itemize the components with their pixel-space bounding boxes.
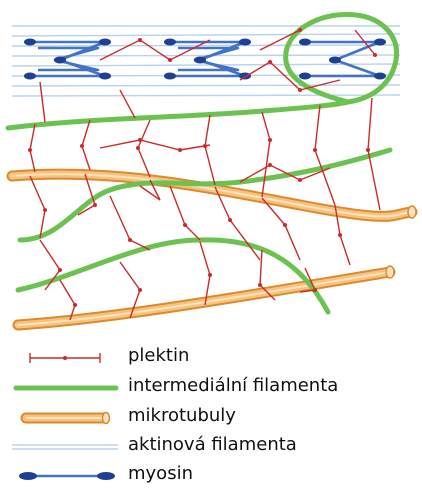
legend-item-plectin: plektin [8, 343, 408, 369]
legend: plektin intermediální filamenta mikrotub… [0, 335, 422, 498]
microtubule-icon [8, 403, 120, 429]
legend-item-intermediate-filaments: intermediální filamenta [8, 373, 408, 399]
legend-label-intermediate-filaments: intermediální filamenta [128, 374, 338, 398]
legend-label-microtubules: mikrotubuly [128, 404, 236, 428]
intermediate-filament-icon [8, 373, 120, 399]
legend-label-plectin: plektin [128, 344, 189, 368]
actin-filament-icon [8, 432, 120, 458]
myosin-icon [8, 461, 120, 487]
plectin-line-icon [8, 343, 120, 369]
legend-item-microtubules: mikrotubuly [8, 403, 408, 429]
legend-item-myosin: myosin [8, 461, 408, 487]
legend-item-actin: aktinová filamenta [8, 432, 408, 458]
legend-label-myosin: myosin [128, 462, 193, 486]
legend-label-actin: aktinová filamenta [128, 433, 297, 457]
